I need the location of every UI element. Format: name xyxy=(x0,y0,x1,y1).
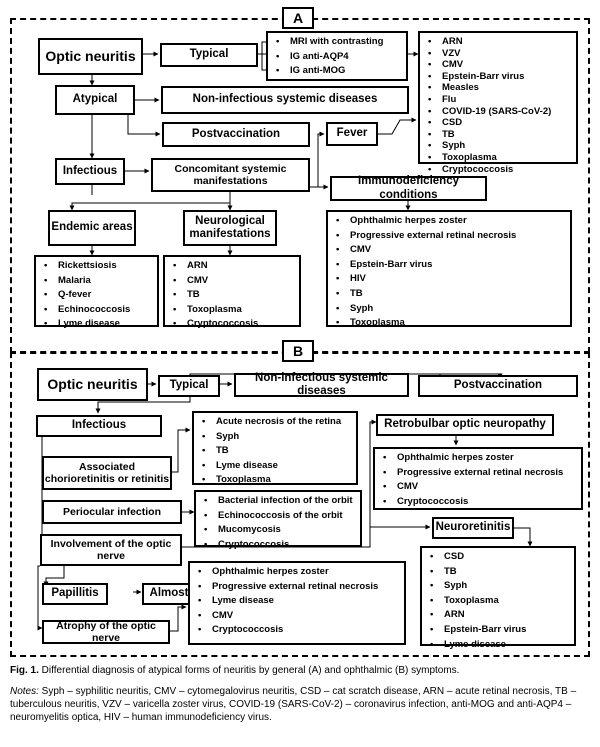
panel-a-label: A xyxy=(282,7,314,29)
b-atrophy-list: Ophthalmic herpes zoster Progressive ext… xyxy=(188,561,406,645)
a-optic-neuritis-box: Optic neuritis xyxy=(38,38,143,75)
list-item: IG anti-MOG xyxy=(268,64,406,79)
list-item: Cryptococcosis xyxy=(165,317,299,332)
list-item: Bacterial infection of the orbit xyxy=(196,494,360,509)
b-periocular-box: Periocular infection xyxy=(42,500,182,524)
list-item: Lyme disease xyxy=(36,317,157,332)
b-chorio-list: Acute necrosis of the retina Syph TB Lym… xyxy=(192,411,358,488)
list-item: Toxoplasma xyxy=(328,316,570,331)
b-optic-neuritis-box: Optic neuritis xyxy=(37,368,148,401)
list-item: Cryptococcosis xyxy=(190,623,404,638)
list-item: Echinococcosis xyxy=(36,303,157,318)
figure-caption-text: Differential diagnosis of atypical forms… xyxy=(38,665,460,676)
b-retrobulbar-box: Retrobulbar optic neuropathy xyxy=(376,414,554,436)
list-item: TB xyxy=(422,565,574,580)
b-involvement-box: Involvement of the optic nerve xyxy=(40,534,182,566)
list-item: Toxoplasma xyxy=(194,473,356,488)
a-endemic-list: Rickettsiosis Malaria Q-fever Echinococc… xyxy=(34,255,159,332)
list-item: Syph xyxy=(194,430,356,445)
figure-caption: Fig. 1. Differential diagnosis of atypic… xyxy=(10,664,590,677)
list-item: Epstein-Barr virus xyxy=(420,71,576,83)
list-item: Syph xyxy=(420,140,576,152)
a-fever-box: Fever xyxy=(326,122,378,146)
list-item: CMV xyxy=(328,243,570,258)
list-item: Lyme disease xyxy=(194,459,356,474)
b-non-infectious-box: Non-infectious systemic diseases xyxy=(234,372,409,397)
b-typical-box: Typical xyxy=(158,375,220,397)
list-item: ARN xyxy=(422,608,574,623)
list-item: Toxoplasma xyxy=(422,594,574,609)
a-neurological-box: Neurological manifestations xyxy=(183,210,277,246)
list-item: Lyme disease xyxy=(190,594,404,609)
list-item: TB xyxy=(328,287,570,302)
list-item: Epstein-Barr virus xyxy=(422,623,574,638)
list-item: Progressive external retinal necrosis xyxy=(375,466,581,481)
list-item: COVID-19 (SARS-CoV-2) xyxy=(420,106,576,118)
a-concomitant-box: Concomitant systemic manifestations xyxy=(151,158,310,192)
list-item: MRI with contrasting xyxy=(268,35,406,50)
list-item: CSD xyxy=(422,550,574,565)
list-item: CMV xyxy=(375,480,581,495)
list-item: Cryptococcosis xyxy=(196,538,360,553)
list-item: Cryptococcosis xyxy=(420,164,576,176)
figure-notes: Notes: Syph – syphilitic neuritis, CMV –… xyxy=(10,685,592,724)
a-infectious-box: Infectious xyxy=(55,158,125,185)
list-item: TB xyxy=(165,288,299,303)
list-item: ARN xyxy=(165,259,299,274)
list-item: TB xyxy=(194,444,356,459)
b-neuroretinitis-list: CSD TB Syph Toxoplasma ARN Epstein-Barr … xyxy=(420,546,576,652)
list-item: TB xyxy=(420,129,576,141)
list-item: Malaria xyxy=(36,274,157,289)
b-postvaccination-box: Postvaccination xyxy=(418,375,578,397)
a-neurological-list: ARN CMV TB Toxoplasma Cryptococcosis xyxy=(163,255,301,332)
list-item: Ophthalmic herpes zoster xyxy=(375,451,581,466)
list-item: Syph xyxy=(422,579,574,594)
a-typical-box: Typical xyxy=(160,43,258,67)
list-item: Cryptococcosis xyxy=(375,495,581,510)
panel-b-label: B xyxy=(282,340,314,362)
a-typical-list: MRI with contrasting IG anti-AQP4 IG ant… xyxy=(266,31,408,81)
list-item: CMV xyxy=(420,59,576,71)
list-item: Flu xyxy=(420,94,576,106)
list-item: Mucomycosis xyxy=(196,523,360,538)
notes-label: Notes: xyxy=(10,686,39,697)
list-item: Syph xyxy=(328,302,570,317)
b-neuroretinitis-box: Neuroretinitis xyxy=(432,517,514,539)
a-atypical-box: Atypical xyxy=(55,85,135,115)
b-retrobulbar-list: Ophthalmic herpes zoster Progressive ext… xyxy=(373,447,583,510)
b-papillitis-box: Papillitis xyxy=(42,583,108,605)
list-item: Toxoplasma xyxy=(420,152,576,164)
a-non-infectious-box: Non-infectious systemic diseases xyxy=(161,86,409,114)
list-item: Echinococcosis of the orbit xyxy=(196,509,360,524)
b-atrophy-box: Atrophy of the optic nerve xyxy=(42,620,170,644)
list-item: Epstein-Barr virus xyxy=(328,258,570,273)
list-item: Lyme disease xyxy=(422,638,574,653)
list-item: IG anti-AQP4 xyxy=(268,50,406,65)
list-item: Acute necrosis of the retina xyxy=(194,415,356,430)
list-item: Q-fever xyxy=(36,288,157,303)
b-infectious-box: Infectious xyxy=(36,415,162,437)
list-item: CMV xyxy=(190,609,404,624)
b-periocular-list: Bacterial infection of the orbit Echinoc… xyxy=(194,490,362,552)
figure-label: Fig. 1. xyxy=(10,665,39,676)
list-item: Ophthalmic herpes zoster xyxy=(190,565,404,580)
a-fever-list: ARN VZV CMV Epstein-Barr virus Measles F… xyxy=(418,31,578,175)
a-endemic-box: Endemic areas xyxy=(48,210,136,246)
list-item: HIV xyxy=(328,272,570,287)
list-item: Toxoplasma xyxy=(165,303,299,318)
b-chorio-box: Associated chorioretinitis or retinitis xyxy=(42,456,172,490)
list-item: Progressive external retinal necrosis xyxy=(190,580,404,595)
list-item: CMV xyxy=(165,274,299,289)
list-item: VZV xyxy=(420,48,576,60)
list-item: Ophthalmic herpes zoster xyxy=(328,214,570,229)
a-immunodeficiency-box: Immunodeficiency conditions xyxy=(330,175,487,201)
list-item: Progressive external retinal necrosis xyxy=(328,229,570,244)
list-item: CSD xyxy=(420,117,576,129)
list-item: Rickettsiosis xyxy=(36,259,157,274)
list-item: Measles xyxy=(420,82,576,94)
notes-text: Syph – syphilitic neuritis, CMV – cytome… xyxy=(10,686,577,723)
list-item: ARN xyxy=(420,36,576,48)
a-postvaccination-box: Postvaccination xyxy=(162,122,310,147)
a-immunodeficiency-list: Ophthalmic herpes zoster Progressive ext… xyxy=(326,210,572,330)
